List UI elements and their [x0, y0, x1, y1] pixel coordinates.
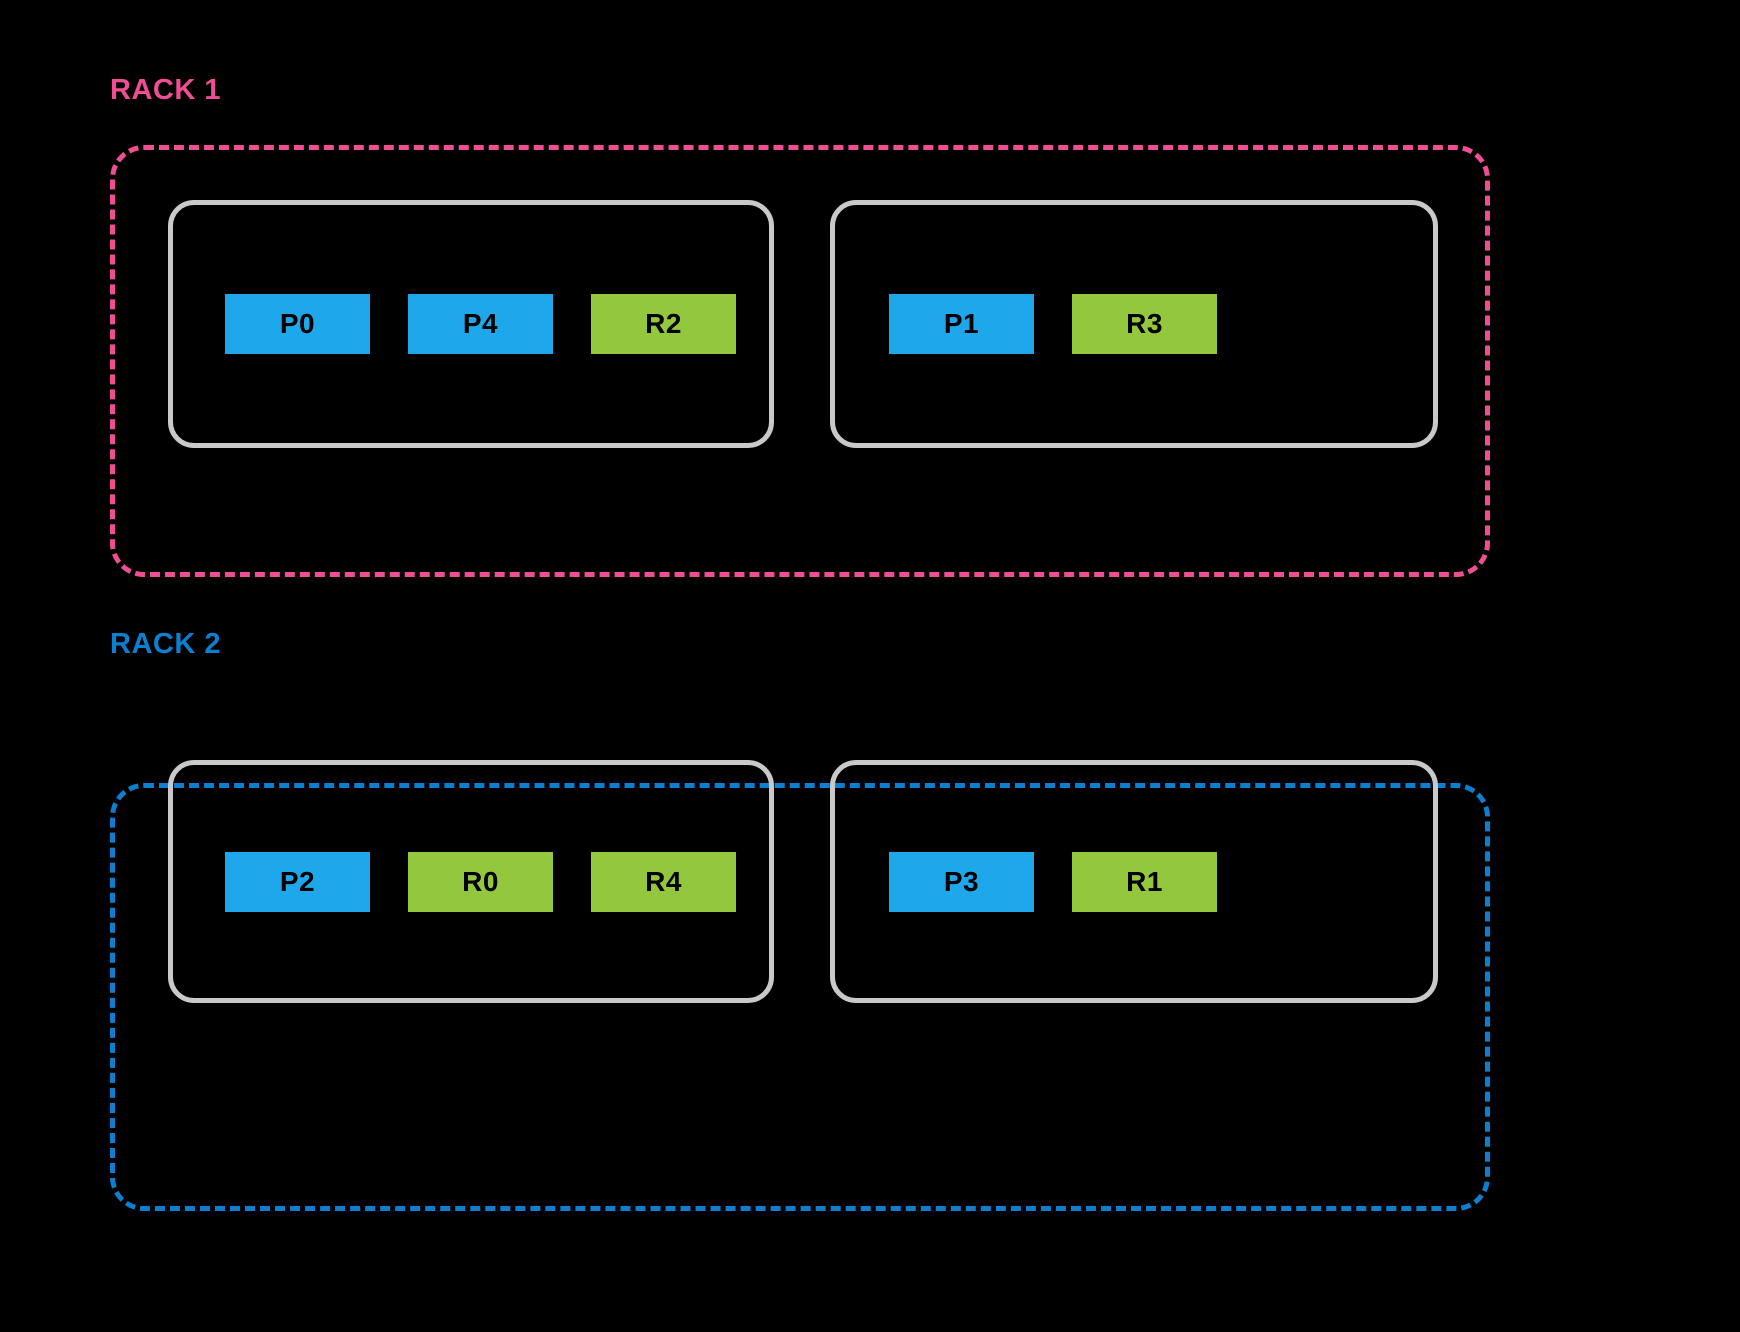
rack-2-node-2: P3 R1 — [830, 760, 1438, 1003]
chip-r1[interactable]: R1 — [1072, 851, 1217, 912]
rack-1-node-1-chips: P0 P4 R2 — [173, 294, 736, 354]
chip-p3[interactable]: P3 — [889, 851, 1034, 912]
chip-r4[interactable]: R4 — [591, 851, 736, 912]
rack-2-boundary — [110, 783, 1490, 1211]
chip-r3[interactable]: R3 — [1072, 294, 1217, 354]
rack-1-node-2-chips: P1 R3 — [835, 294, 1217, 354]
rack-2-node-1: P2 R0 R4 — [168, 760, 774, 1003]
rack-1-node-2: P1 R3 — [830, 200, 1438, 448]
chip-r2[interactable]: R2 — [591, 294, 736, 354]
chip-r0[interactable]: R0 — [408, 851, 553, 912]
rack-2-node-2-chips: P3 R1 — [835, 851, 1217, 912]
chip-p0[interactable]: P0 — [225, 294, 370, 354]
chip-p2[interactable]: P2 — [225, 851, 370, 912]
rack-2-label: RACK 2 — [110, 628, 221, 660]
rack-1-node-1: P0 P4 R2 — [168, 200, 774, 448]
chip-p1[interactable]: P1 — [889, 294, 1034, 354]
chip-p4[interactable]: P4 — [408, 294, 553, 354]
rack-1-label: RACK 1 — [110, 74, 221, 106]
rack-1-boundary — [110, 145, 1490, 577]
rack-2-node-1-chips: P2 R0 R4 — [173, 851, 736, 912]
